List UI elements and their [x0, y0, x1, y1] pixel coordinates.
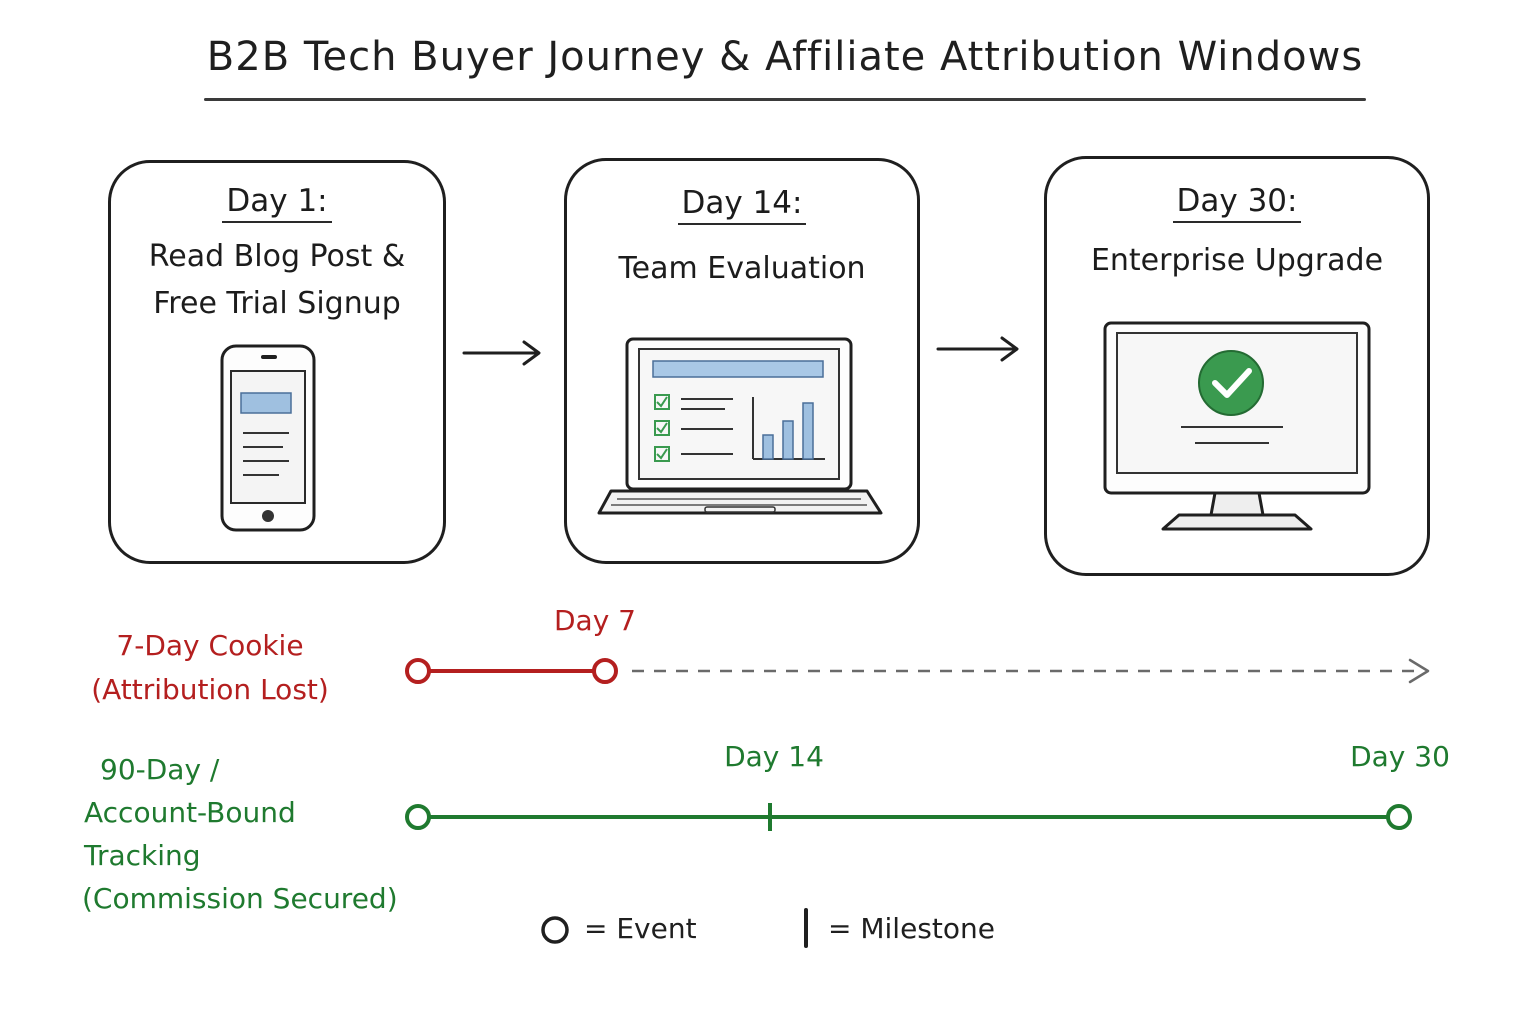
account-start-event — [405, 804, 431, 830]
cookie-end-event — [592, 658, 618, 684]
stage-description: Read Blog Post & Free Trial Signup — [148, 239, 406, 321]
title-underline — [204, 98, 1366, 101]
phone-icon — [220, 344, 316, 532]
diagram-title: B2B Tech Buyer Journey & Affiliate Attri… — [206, 34, 1364, 80]
stage-card-day-1: Day 1: Read Blog Post & Free Trial Signu… — [108, 160, 446, 564]
stage-day-label: Day 1: — [111, 183, 443, 223]
account-end-event — [1386, 804, 1412, 830]
arrow-right-icon — [462, 340, 541, 366]
arrow-right-icon — [1408, 658, 1430, 684]
account-end-label: Day 30 — [1350, 740, 1450, 773]
arrow-right-icon — [936, 336, 1019, 362]
stage-day-label: Day 14: — [567, 185, 917, 225]
stage-card-day-14: Day 14: Team Evaluation — [564, 158, 920, 564]
stage-description: Enterprise Upgrade — [1090, 243, 1384, 278]
cookie-start-event — [405, 658, 431, 684]
cookie-timeline-label: 7-Day Cookie (Attribution Lost) — [91, 629, 329, 706]
monitor-icon — [1103, 321, 1371, 531]
cookie-end-label: Day 7 — [553, 604, 636, 637]
account-milestone-label: Day 14 — [724, 740, 824, 773]
legend-milestone-label: = Milestone — [828, 912, 995, 945]
legend-milestone-icon — [804, 908, 808, 948]
legend-event-label: = Event — [584, 912, 697, 945]
stage-day-label: Day 30: — [1047, 183, 1427, 223]
account-timeline-label: 90-Day / Account-Bound Tracking (Commiss… — [82, 753, 398, 915]
legend-event-icon — [541, 916, 569, 944]
stage-card-day-30: Day 30: Enterprise Upgrade — [1044, 156, 1430, 576]
stage-description: Team Evaluation — [618, 251, 866, 286]
laptop-icon — [597, 337, 883, 515]
